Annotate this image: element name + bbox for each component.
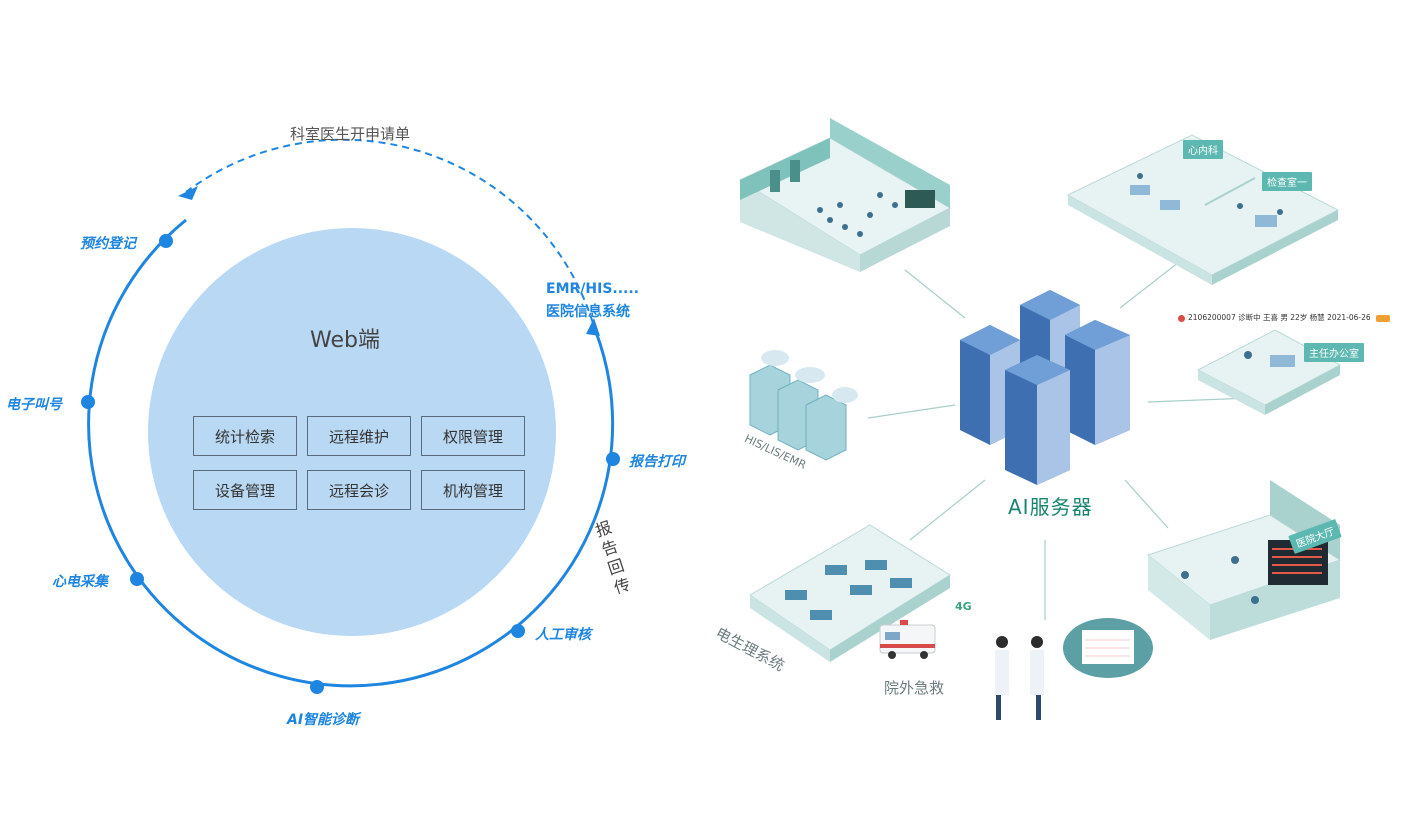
ambulance-label: 院外急救 [884, 679, 945, 697]
waiting-room-scene [738, 118, 952, 272]
electrophysiology-ward [749, 524, 951, 662]
step-review: 人工审核 [535, 627, 591, 643]
tag-exam-room: 检查室一 [1262, 172, 1312, 191]
solid-cycle-arc [87, 218, 615, 688]
step-dot-review [511, 624, 525, 638]
network-diagram [738, 118, 1342, 720]
dashed-request-arc [185, 138, 596, 331]
hospital-hall-scene [1146, 480, 1342, 640]
module-institution-management[interactable]: 机构管理 [421, 470, 525, 510]
step-dot-print [606, 452, 620, 466]
arrowhead-right-icon [586, 318, 600, 336]
status-text: 2106200007 诊断中 王喜 男 22岁 杨慧 2021-06-26 [1188, 313, 1371, 322]
request-label: 科室医生开申请单 [290, 125, 411, 143]
doctors-scene [995, 618, 1153, 720]
step-calling: 电子叫号 [6, 397, 62, 413]
step-dot-calling [81, 395, 95, 409]
module-remote-consultation[interactable]: 远程会诊 [307, 470, 411, 510]
module-device-management[interactable]: 设备管理 [193, 470, 297, 510]
emr-label: EMR/HIS..... [546, 281, 639, 297]
step-print: 报告打印 [629, 454, 685, 470]
module-permission-management[interactable]: 权限管理 [421, 416, 525, 456]
step-ai: AI智能诊断 [287, 712, 360, 728]
patient-status-bar: 2106200007 诊断中 王喜 男 22岁 杨慧 2021-06-26 [1178, 312, 1391, 323]
module-stats-search[interactable]: 统计检索 [193, 416, 297, 456]
cardiology-scene [1066, 134, 1340, 285]
tag-cardiology: 心内科 [1183, 140, 1223, 159]
step-ecg: 心电采集 [52, 574, 108, 590]
badge-4g: 4G [955, 600, 972, 613]
status-badge-icon [1376, 314, 1391, 322]
module-remote-maintenance[interactable]: 远程维护 [307, 416, 411, 456]
step-dot-ecg [130, 572, 144, 586]
arrowhead-left-icon [178, 186, 198, 200]
step-dot-ai [310, 680, 324, 694]
hospital-info-system-label: 医院信息系统 [546, 304, 630, 320]
step-dot-booking [159, 234, 173, 248]
his-lis-emr-servers [749, 350, 858, 461]
ai-server-label: AI服务器 [1008, 495, 1093, 519]
tag-director-office: 主任办公室 [1304, 343, 1364, 362]
web-title: Web端 [310, 328, 380, 353]
step-booking: 预约登记 [80, 236, 136, 252]
ai-server-cluster [960, 290, 1130, 485]
status-dot-icon [1178, 314, 1185, 322]
ambulance-icon [879, 620, 936, 659]
